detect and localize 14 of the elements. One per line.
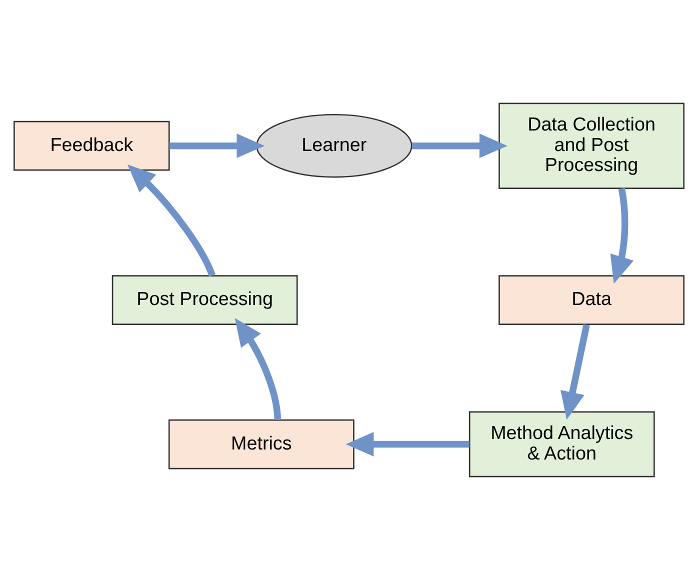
arrow <box>610 188 634 284</box>
arrow <box>234 318 281 420</box>
node-ellipse: Learner <box>256 114 412 178</box>
node-box: Method Analytics & Action <box>468 411 655 478</box>
arrow <box>560 324 590 420</box>
node-box: Data <box>498 275 684 326</box>
node-box: Data Collection and Post Processing <box>498 102 684 189</box>
arrow <box>169 134 265 158</box>
node-box: Post Processing <box>112 275 298 326</box>
node-box: Metrics <box>168 419 354 470</box>
arrow <box>127 164 216 277</box>
arrow <box>346 432 470 456</box>
arrow <box>412 134 508 158</box>
node-box: Feedback <box>14 120 170 171</box>
